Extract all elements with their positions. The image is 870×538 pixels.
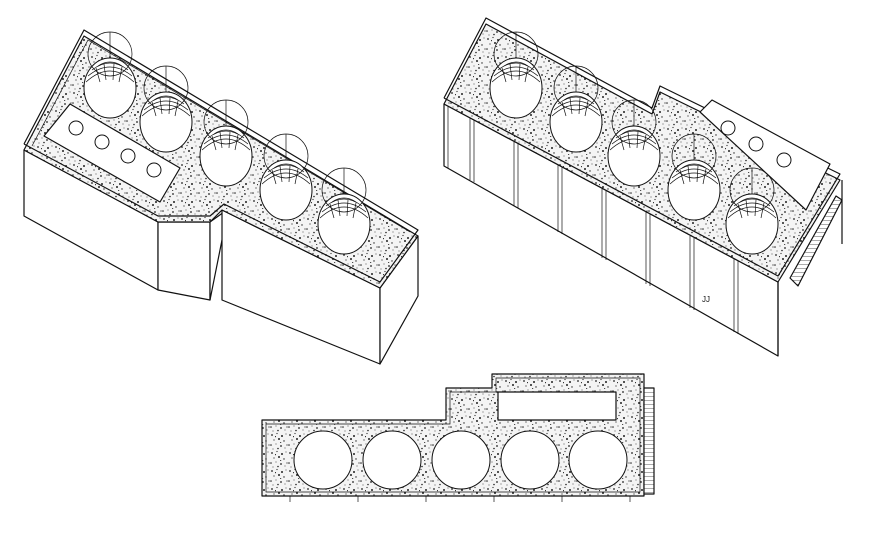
plan-view (261, 373, 655, 502)
plan-parapet-inner (265, 377, 641, 493)
equipment-vessel-2 (94, 134, 110, 150)
annotation-label: JJ (702, 295, 710, 304)
isometric-view-right: JJ (443, 17, 843, 357)
equipment-vessel-3 (120, 148, 136, 164)
isometric-view-left (23, 29, 419, 365)
plan-tank-5 (568, 430, 628, 490)
plan-tank-4 (500, 430, 560, 490)
equipment-vessel-6 (748, 136, 764, 152)
equipment-vessel-5 (720, 120, 736, 136)
equipment-vessel-1 (68, 120, 84, 136)
plan-tank-1 (293, 430, 353, 490)
plan-tank-3 (431, 430, 491, 490)
plan-stair (643, 387, 655, 495)
plan-tank-2 (362, 430, 422, 490)
equipment-vessel-4 (146, 162, 162, 178)
left-block-side-wall (157, 221, 211, 301)
left-parapet (23, 29, 419, 283)
structural-columns (443, 104, 739, 334)
equipment-vessel-7 (776, 152, 792, 168)
plan-column-ticks (289, 496, 631, 502)
plan-equipment-area (497, 391, 617, 421)
right-parapet (443, 17, 841, 277)
